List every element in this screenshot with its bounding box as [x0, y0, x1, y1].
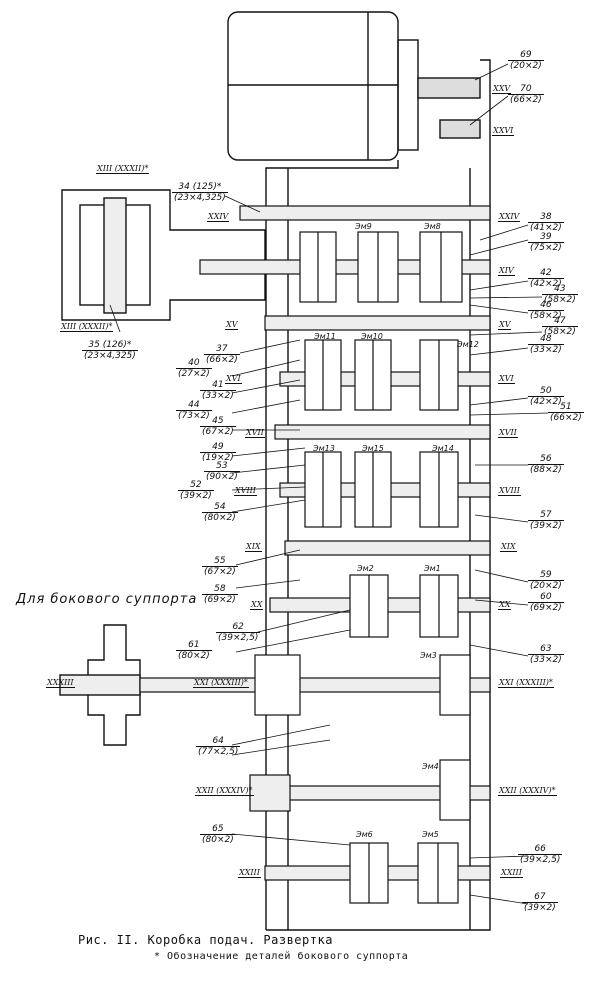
- shaft-label-xxvi: XXVI: [492, 126, 515, 136]
- clutch-label-em8: Эм8: [424, 222, 441, 231]
- shaft-xiv: [199, 259, 491, 275]
- part-label-41: 41(33×2): [200, 380, 236, 401]
- shaft-label-xx-right: XX: [498, 600, 512, 610]
- shaft-label-xvi-left: XVI: [225, 374, 242, 384]
- part-label-45: 45(67×2): [200, 416, 236, 437]
- part-label-58: 58(69×2): [202, 584, 238, 605]
- shaft-label-xxi-left: XXI (XXXIII)*: [193, 678, 249, 688]
- part-label-65: 65(80×2): [200, 824, 236, 845]
- electric-motor: [227, 11, 399, 161]
- part-label-42: 42(42×2): [528, 268, 564, 289]
- part-label-50: 50(42×2): [528, 386, 564, 407]
- clutch-label-em11: Эм11: [314, 332, 336, 341]
- shaft-label-xxi-right: XXI (XXXIII)*: [498, 678, 554, 688]
- shaft-xxiv: [239, 205, 491, 221]
- shaft-label-xxii-right: XXII (XXXIV)*: [498, 786, 557, 796]
- figure-footnote: * Обозначение деталей бокового суппорта: [154, 951, 409, 962]
- clutch-label-em12: Эм12: [457, 340, 479, 349]
- shaft-label-xviii-right: XVIII: [498, 486, 521, 496]
- clutch-label-em2: Эм2: [357, 564, 374, 573]
- part-label-61: 61(80×2): [176, 640, 212, 661]
- shaft-xv: [264, 315, 491, 331]
- part-label-52: 52(39×2): [178, 480, 214, 501]
- part-label-35: 35 (126)*(23×4,325): [82, 340, 138, 361]
- figure-caption: Рис. II. Коробка подач. Развертка: [78, 933, 333, 947]
- shaft-xxi: [139, 677, 491, 693]
- part-label-55: 55(67×2): [202, 556, 238, 577]
- shaft-label-xv-left: XV: [225, 320, 239, 330]
- shaft-label-xxxiii: XXXIII: [46, 678, 75, 688]
- part-label-57: 57(39×2): [528, 510, 564, 531]
- part-label-67: 67(39×2): [522, 892, 558, 913]
- shaft-label-xxiii-right: XXIII: [500, 868, 523, 878]
- part-label-40: 40(27×2): [176, 358, 212, 379]
- clutch-label-em4: Эм4: [422, 762, 439, 771]
- shaft-label-xiii-top: XIII (XXXII)*: [96, 164, 150, 174]
- shaft-label-xx-left: XX: [250, 600, 264, 610]
- part-label-48: 48(33×2): [528, 334, 564, 355]
- clutch-label-em10: Эм10: [361, 332, 383, 341]
- part-label-47: 47(58×2): [542, 316, 578, 337]
- shaft-label-xxiii-left: XXIII: [238, 868, 261, 878]
- clutch-label-em13: Эм13: [313, 444, 335, 453]
- part-label-62: 62(39×2,5): [216, 622, 261, 643]
- part-label-64: 64(77×2,5): [196, 736, 241, 757]
- shaft-label-xiv: XIV: [498, 266, 515, 276]
- clutch-label-em3: Эм3: [420, 651, 437, 660]
- part-label-49: 49(19×2): [200, 442, 236, 463]
- part-label-63: 63(33×2): [528, 644, 564, 665]
- part-label-59: 59(20×2): [528, 570, 564, 591]
- shaft-label-xix-right: XIX: [500, 542, 517, 552]
- shaft-xvii: [274, 424, 491, 440]
- side-support-note: Для бокового суппорта: [16, 592, 198, 607]
- part-label-60: 60(69×2): [528, 592, 564, 613]
- shaft-label-xix-left: XIX: [245, 542, 262, 552]
- shaft-label-xxv: XXV: [492, 84, 512, 94]
- clutch-label-em5: Эм5: [422, 830, 439, 839]
- clutch-label-em1: Эм1: [424, 564, 441, 573]
- shaft-label-xv-right: XV: [498, 320, 512, 330]
- part-label-54: 54(80×2): [202, 502, 238, 523]
- part-label-53: 53(90×2): [204, 461, 240, 482]
- part-label-34: 34 (125)*(23×4,325): [172, 182, 228, 203]
- part-label-44: 44(73×2): [176, 400, 212, 421]
- shaft-label-xviii-left: XVIII: [234, 486, 257, 496]
- shaft-label-xxiv-left: XXIV: [207, 212, 230, 222]
- shaft-label-xvii-right: XVII: [498, 428, 518, 438]
- part-label-38: 38(41×2): [528, 212, 564, 233]
- clutch-label-em14: Эм14: [432, 444, 454, 453]
- clutch-label-em9: Эм9: [355, 222, 372, 231]
- part-label-69: 69(20×2): [508, 50, 544, 71]
- clutch-label-em15: Эм15: [362, 444, 384, 453]
- shaft-label-xvi-right: XVI: [498, 374, 515, 384]
- part-label-46: 46(58×2): [528, 300, 564, 321]
- shaft-label-xiii-bottom: XIII (XXXII)*: [60, 322, 114, 332]
- shaft-label-xvii-left: XVII: [245, 428, 265, 438]
- part-label-43: 43(58×2): [542, 284, 578, 305]
- part-label-37: 37(66×2): [204, 344, 240, 365]
- part-label-70: 70(66×2): [508, 84, 544, 105]
- shaft-label-xxii-left: XXII (XXXIV)*: [195, 786, 254, 796]
- part-label-66: 66(39×2,5): [518, 844, 563, 865]
- part-label-51: 51(66×2): [548, 402, 584, 423]
- clutch-label-em6: Эм6: [356, 830, 373, 839]
- part-label-39: 39(75×2): [528, 232, 564, 253]
- shaft-xix: [284, 540, 491, 556]
- part-label-56: 56(88×2): [528, 454, 564, 475]
- shaft-label-xxiv-right: XXIV: [498, 212, 521, 222]
